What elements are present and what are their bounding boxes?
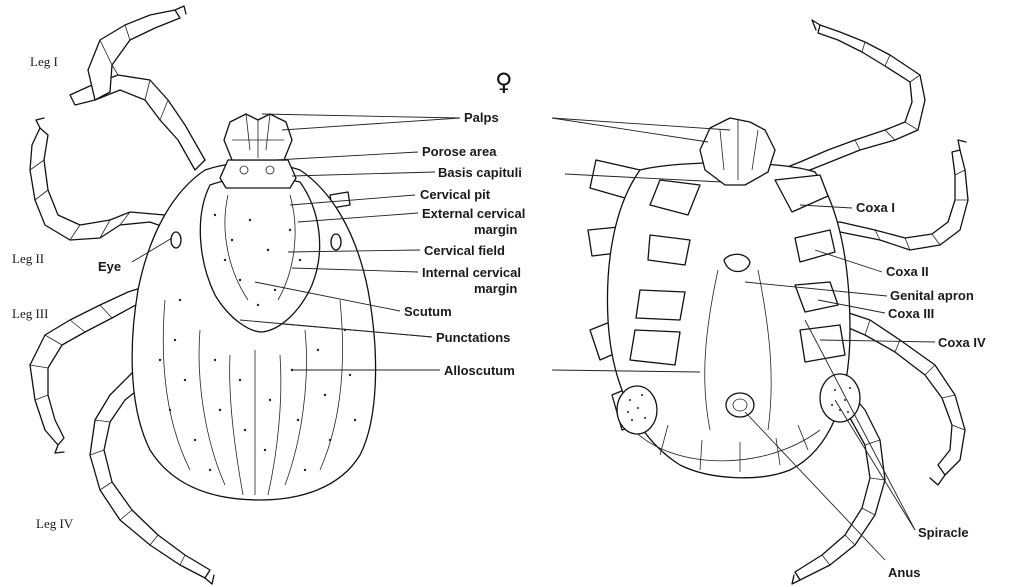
label-internal-cervical-margin-2: margin (474, 281, 517, 296)
label-leg-3: Leg III (12, 306, 48, 321)
dorsal-tick (30, 6, 376, 584)
label-coxa-1: Coxa I (856, 200, 895, 215)
label-leg-4: Leg IV (36, 516, 74, 531)
label-cervical-pit: Cervical pit (420, 187, 491, 202)
dorsal-leg-2 (30, 118, 172, 240)
ventral-leg-1 (775, 20, 925, 185)
label-scutum: Scutum (404, 304, 452, 319)
label-basis-capituli: Basis capituli (438, 165, 522, 180)
label-punctations: Punctations (436, 330, 510, 345)
label-internal-cervical-margin-1: Internal cervical (422, 265, 521, 280)
label-coxa-3: Coxa III (888, 306, 934, 321)
label-external-cervical-margin-2: margin (474, 222, 517, 237)
label-porose-area: Porose area (422, 144, 497, 159)
label-coxa-4: Coxa IV (938, 335, 986, 350)
label-cervical-field: Cervical field (424, 243, 505, 258)
label-palps: Palps (464, 110, 499, 125)
label-external-cervical-margin-1: External cervical (422, 206, 525, 221)
label-leg-1: Leg I (30, 54, 58, 69)
female-symbol: ♀ (495, 68, 513, 96)
label-eye: Eye (98, 259, 121, 274)
ventral-capitulum (700, 118, 775, 185)
label-spiracle: Spiracle (918, 525, 969, 540)
label-alloscutum: Alloscutum (444, 363, 515, 378)
label-coxa-2: Coxa II (886, 264, 929, 279)
dorsal-basis-capituli (220, 160, 296, 188)
label-anus: Anus (888, 565, 921, 580)
label-leg-2: Leg II (12, 251, 44, 266)
label-genital-apron: Genital apron (890, 288, 974, 303)
dorsal-leg-1 (70, 6, 205, 170)
